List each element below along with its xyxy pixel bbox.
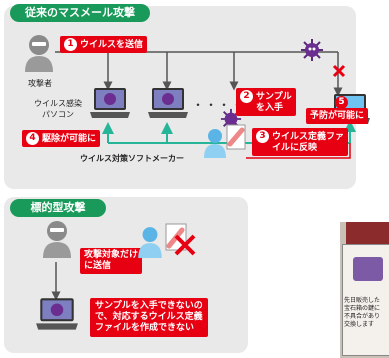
step3-number: 3 [256,130,269,143]
infected-pc-label-1: ウイルス感染 [34,99,82,108]
cannot-create-text-1: サンプルを入手できないの [95,301,203,311]
infected-pc-label-2: パソコン [42,110,74,119]
step5-text: 予防が可能に [306,108,369,124]
attacker-label: 攻撃者 [28,79,52,88]
attacker-icon [25,35,53,72]
step1-number: 1 [64,38,77,51]
side-photo: 先日販売した 宝石箱の鍵に 不具合があり 交換します [340,222,389,358]
targeted-laptop [36,298,78,330]
step5-number: 5 [335,96,348,109]
vendor-person-icon [204,129,226,158]
step1-text: ウイルスを送信 [80,40,144,50]
mass-mail-title: 従来のマスメール攻撃 [10,4,150,22]
virus-icon [301,39,323,61]
step3-text-1: ウイルス定義ファ [272,132,345,142]
step4-number: 4 [26,132,39,145]
step3-text-2: イルに反映 [272,143,318,153]
more-pcs-dots: ・・・・ [192,98,245,112]
step5-label: 5 [312,94,374,111]
photo-caption-1: 先日販売した [344,297,381,304]
cannot-create-text-3: ファイルを作成できない [95,323,195,333]
no-definition-file-icon [165,223,196,256]
jewelry-box-image [353,257,383,281]
sample-virus-icon [220,108,242,130]
photo-caption-3: 不具合があり [344,313,381,320]
send-targets-text-2: に送信 [84,261,112,271]
photo-caption: 先日販売した 宝石箱の鍵に 不具合があり 交換します [344,297,380,329]
targeted-attack-title: 標的型攻撃 [10,199,106,217]
infected-laptop-2 [148,88,188,118]
step2-text-1: サンプル [256,92,292,102]
infected-laptop-1 [90,88,130,118]
targeted-vendor-icon [138,227,162,258]
blocked-icon [332,64,346,78]
cannot-create-text-2: で、対応するウイルス定義 [95,312,203,322]
targeted-attacker-icon [43,221,71,258]
send-targets-label: 攻撃対象だけ に送信 [80,248,143,274]
step4-text: 駆除が可能に [42,134,97,144]
cannot-create-label: サンプルを入手できないの で、対応するウイルス定義 ファイルを作成できない [90,298,208,337]
definition-file-icon [226,124,246,150]
step2-text-2: を入手 [256,103,284,113]
step2-number: 2 [240,90,253,103]
vendor-label: ウイルス対策ソフトメーカー [80,154,184,163]
send-targets-text-1: 攻撃対象だけ [84,250,139,260]
infected-pc-label: ウイルス感染 パソコン [34,98,82,120]
photo-caption-2: 宝石箱の鍵に [344,305,381,312]
photo-caption-4: 交換します [344,321,375,328]
